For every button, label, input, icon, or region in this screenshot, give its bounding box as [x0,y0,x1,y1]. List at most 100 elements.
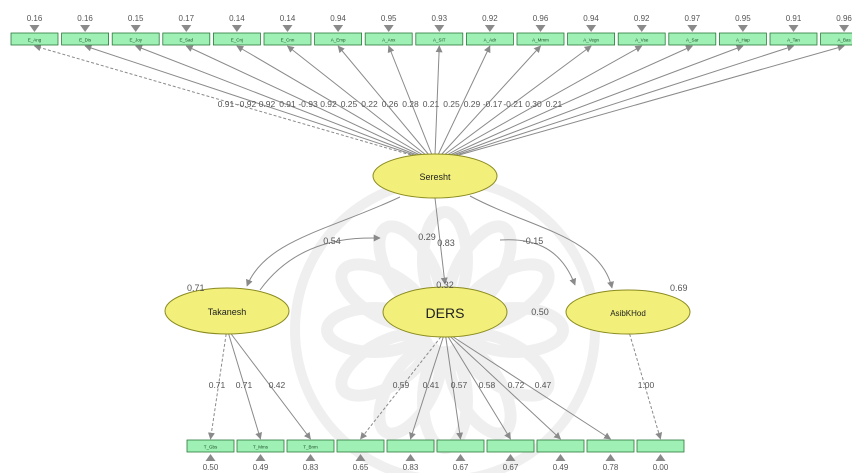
error-arrow [333,25,344,32]
indicator-box [10,32,59,46]
error-variance-label: 0.14 [229,14,245,23]
loading-arrow [286,45,427,156]
top-indicator-row: E_Ang0.160.91E_Dis0.16-0.92E_Joy0.150.92… [10,14,852,109]
latent-takanesh-label: Takanesh [208,307,247,317]
loading-label: 0.92 [259,99,276,109]
indicator-box [263,32,312,46]
loading-label: 0.21 [546,99,563,109]
latent-takanesh[interactable]: Takanesh [164,287,290,335]
indicator-label: T_Gbs [204,445,218,450]
loading-arrow [387,45,433,156]
latent-asibkhod[interactable]: AsibKHod [565,289,691,335]
watermark-petal [335,328,434,402]
indicator-label: A_Mmm [532,38,549,43]
indicator-box [336,439,385,453]
bottom-indicator[interactable]: 0.65 [336,439,385,472]
bottom-indicator[interactable]: 0.00 [636,439,685,472]
error-arrow [29,25,40,32]
indicator-label: E_Joy [129,38,142,43]
indicator-box [516,32,565,46]
indicator-label: T_Mms [253,445,269,450]
loading-arrow [445,336,464,440]
error-arrow [455,454,466,461]
indicator-box [567,32,615,46]
latent-seresht[interactable]: Seresht [372,153,498,199]
loading-arrow [443,45,592,156]
path-label-takanesh-ders: 0.29 [418,232,436,242]
path-arrow-seresht-ders [434,197,448,285]
path-label-seresht-asibkhod: -0.15 [523,236,544,246]
loading-arrow [446,45,643,156]
loading-label: 0.22 [361,99,378,109]
error-variance-label: 0.97 [685,14,701,23]
indicator-box [186,439,235,453]
error-arrow [130,25,141,32]
loading-arrow [409,336,444,440]
loading-label: 0.47 [535,380,552,390]
bottom-indicator[interactable]: 0.67 [486,439,535,472]
indicator-label: T_Bnm [303,445,318,450]
error-variance-label: 0.14 [280,14,296,23]
watermark-petal [373,341,447,440]
indicator-box [436,439,485,453]
error-variance-label: 0.49 [253,463,269,472]
path-label-ders-asibkhod: 0.50 [531,307,549,317]
error-arrow [839,25,850,32]
path-label-seresht-ders: 0.83 [437,238,455,248]
path-arrow-ders-asibkhod-a [499,239,577,286]
indicator-label: A_Bas [837,38,851,43]
indicator-box [314,32,363,46]
error-arrow [687,25,698,32]
loading-arrow [440,45,541,156]
latent-ders[interactable]: DERS [382,286,508,338]
error-variance-label: 0.17 [179,14,195,23]
indicator-box [719,32,767,46]
indicator-box [536,439,585,453]
bottom-indicator[interactable]: 0.83 [386,439,435,472]
bottom-indicator[interactable]: 0.49 [536,439,585,472]
error-arrow [505,454,516,461]
top-indicator[interactable]: A_SIT 0.93 [415,14,464,46]
loading-label: 1.00 [638,380,655,390]
indicator-box [820,32,852,46]
ders-residual-label: 0.32 [436,280,454,290]
bottom-indicator[interactable]: T_Mms 0.49 [236,439,285,472]
error-variance-label: 0.93 [432,14,448,23]
error-arrow [383,25,394,32]
indicator-label: A_Tan [787,38,800,43]
top-indicator[interactable]: E_Sad 0.17 [162,14,211,46]
loading-arrow [337,45,430,156]
bottom-indicator[interactable]: 0.67 [436,439,485,472]
loading-label: -0.21 [503,99,523,109]
loading-label: 0.57 [451,380,468,390]
indicator-label: A_SIT [433,38,446,43]
latent-seresht-label: Seresht [419,172,451,182]
latent-ders-label: DERS [426,305,465,321]
error-variance-label: 0.94 [583,14,599,23]
error-variance-label: 0.95 [735,14,751,23]
indicator-box [386,439,435,453]
loading-arrow [452,44,744,156]
bottom-indicator[interactable]: 0.78 [586,439,635,472]
indicator-box [162,32,211,46]
loading-arrow [228,333,263,440]
indicator-label: E_Sad [180,38,194,43]
